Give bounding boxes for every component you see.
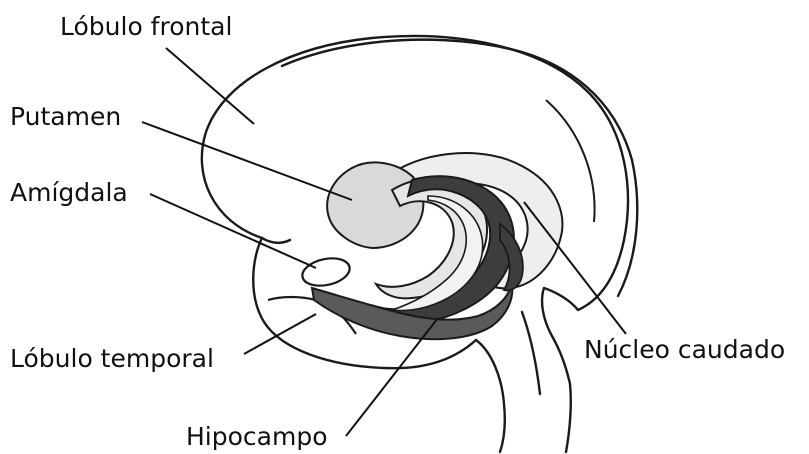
leader-hipocampo <box>346 318 438 436</box>
leader-putamen <box>142 122 352 200</box>
label-amigdala: Amígdala <box>10 180 128 205</box>
putamen-structure <box>327 162 423 248</box>
label-nucleo-caudado: Núcleo caudado <box>584 337 785 362</box>
label-putamen: Putamen <box>10 104 121 129</box>
hippocampus-structure <box>374 176 514 322</box>
leader-lobulo-temporal <box>244 314 316 354</box>
label-lobulo-temporal: Lóbulo temporal <box>10 346 214 371</box>
label-lobulo-frontal: Lóbulo frontal <box>60 14 232 39</box>
brain-outline <box>202 36 637 452</box>
amygdala-structure <box>300 254 352 289</box>
leader-amigdala <box>150 194 316 268</box>
label-hipocampo: Hipocampo <box>186 424 328 449</box>
